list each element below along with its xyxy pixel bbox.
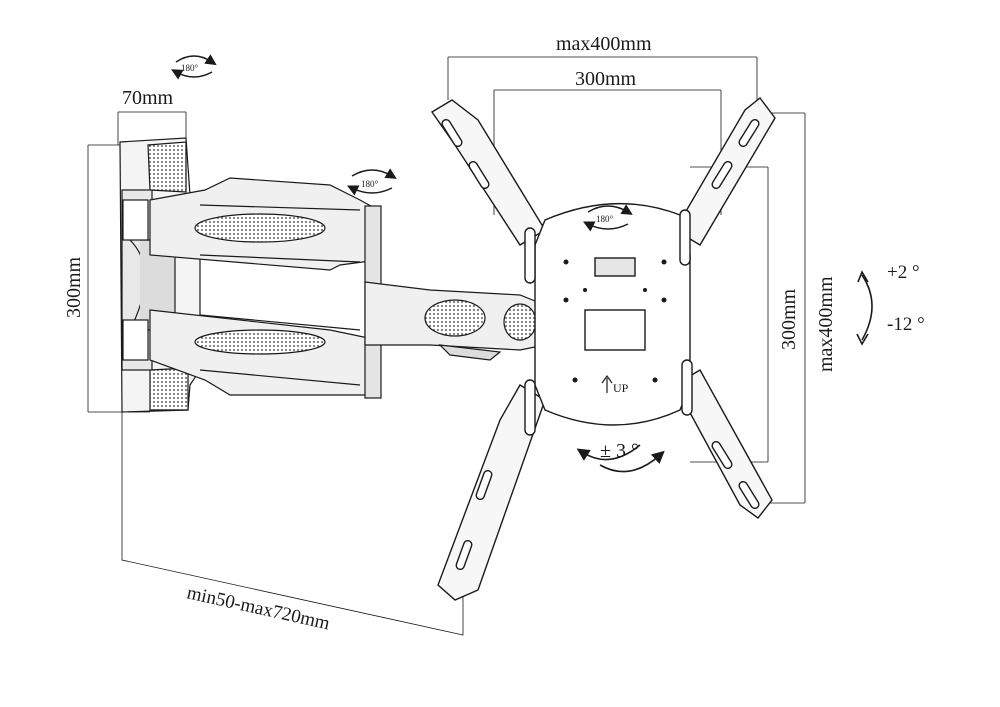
up-arrow-icon bbox=[601, 374, 613, 393]
dim-vesa-inner-height-label: 300mm bbox=[778, 288, 800, 350]
level-left-arrow-icon bbox=[576, 444, 641, 461]
dim-line-extension bbox=[121, 412, 464, 636]
dim-vesa-outer-width-label: max400mm bbox=[556, 33, 652, 55]
level-label: ± 3 ° bbox=[600, 440, 639, 462]
rotate-arrow-icon bbox=[346, 185, 393, 196]
rotate-arrow-icon bbox=[582, 221, 629, 232]
tilt-up-label: +2 ° bbox=[887, 262, 920, 283]
tilt-arc bbox=[861, 274, 873, 341]
dim-vesa-inner-width-label: 300mm bbox=[575, 68, 637, 90]
rotate-arrow-icon bbox=[175, 54, 217, 66]
rotation-wall: 180° bbox=[171, 54, 217, 80]
vesa-bracket bbox=[430, 97, 776, 601]
rotate-arrow-icon bbox=[351, 168, 397, 179]
dim-line-vesa-inner-w bbox=[493, 89, 722, 215]
plate-up-label: UP bbox=[613, 381, 629, 395]
dim-vesa-outer-height-label: max400mm bbox=[815, 276, 837, 372]
rotate-arrow-icon bbox=[587, 204, 633, 215]
tilt-indicator: +2 ° -12 ° bbox=[856, 262, 925, 346]
tilt-down-label: -12 ° bbox=[887, 314, 925, 335]
dim-line-vesa-outer-w bbox=[447, 56, 758, 100]
tilt-up-arrow-icon bbox=[857, 270, 869, 283]
dim-wall-width-label: 70mm bbox=[122, 87, 174, 109]
rotate-arrow-icon bbox=[171, 69, 213, 80]
dim-line-vesa-outer-h bbox=[770, 112, 806, 504]
plate-up-marking: UP bbox=[601, 374, 629, 395]
dim-wall-height-label: 300mm bbox=[63, 256, 85, 318]
level-right-arrow-icon bbox=[599, 450, 665, 473]
level-adjust: ± 3 ° bbox=[576, 440, 665, 473]
secondary-arm bbox=[364, 281, 546, 361]
rotation-arm-label: 180° bbox=[361, 179, 379, 189]
rotation-plate-label: 180° bbox=[596, 214, 614, 224]
rotation-wall-label: 180° bbox=[181, 63, 199, 73]
rotation-arm: 180° bbox=[346, 168, 397, 196]
rotation-plate: 180° bbox=[582, 204, 633, 232]
tilt-down-arrow-icon bbox=[856, 333, 869, 346]
primary-arm bbox=[149, 177, 382, 399]
